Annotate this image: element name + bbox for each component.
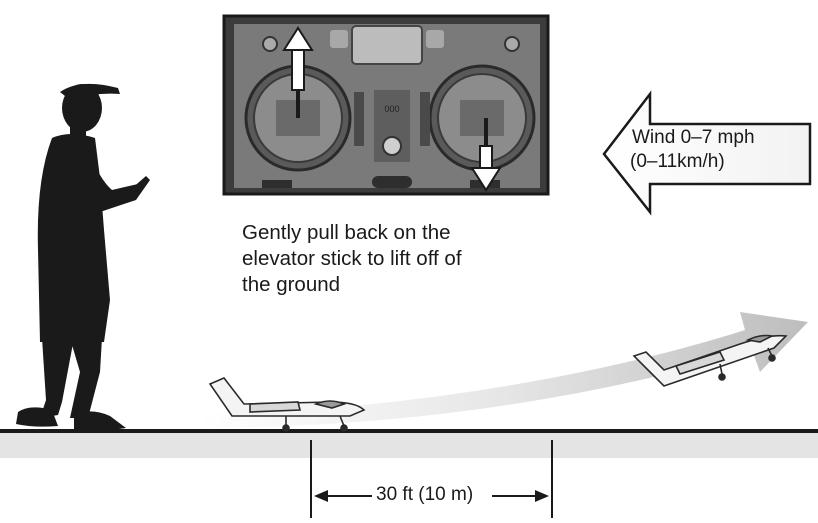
ground-line: [0, 429, 818, 433]
caption-line-1: Gently pull back on the: [242, 221, 451, 244]
wind-label-line-1: Wind 0–7 mph: [632, 127, 755, 148]
airplane-climbing-icon: [632, 334, 788, 387]
distance-label: 30 ft (10 m): [373, 484, 477, 506]
wind-arrow-icon: [602, 90, 812, 216]
wind-label-line-2: (0–11km/h): [630, 151, 725, 172]
transmitter-illustration: 000: [222, 14, 550, 196]
person-silhouette-icon: [16, 83, 150, 431]
distance-markers: [310, 440, 553, 518]
airplane-ground-icon: [208, 377, 366, 432]
caption-line-3: the ground: [242, 273, 341, 296]
transmitter-display: 000: [384, 104, 399, 114]
instruction-caption: Gently pull back on the elevator stick t…: [242, 220, 542, 298]
ground-shadow: [0, 432, 818, 458]
caption-line-2: elevator stick to lift off of: [242, 247, 462, 270]
